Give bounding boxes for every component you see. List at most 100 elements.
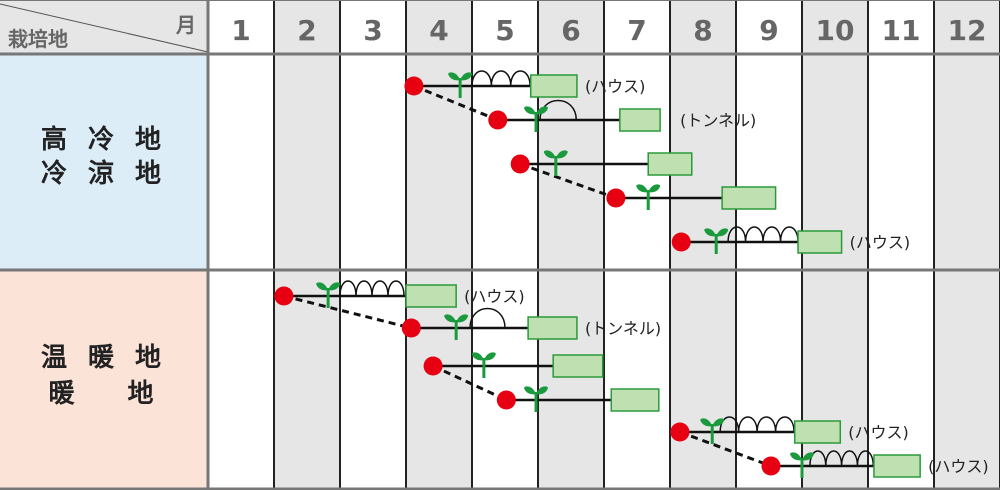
harvest-period-box: [610, 388, 660, 412]
region-label: 冷 涼 地: [41, 158, 167, 189]
house-cover-arcs: [727, 226, 799, 243]
harvest-period-box: [793, 420, 842, 444]
region-label: 温 暖 地: [41, 343, 167, 373]
cover-type-label: (ハウス): [464, 287, 525, 306]
month-column: [406, 0, 472, 490]
seedling-leaf: [648, 184, 661, 193]
schedule-row: (ハウス): [671, 226, 911, 254]
schedule-row: [423, 352, 604, 402]
seedling-leaf: [448, 72, 461, 81]
cover-type-label: (ハウス): [585, 77, 646, 96]
sowing-dot: [401, 318, 421, 338]
month-label: 7: [627, 14, 646, 47]
region-header-label: 栽培地: [8, 27, 68, 51]
seedling-leaf: [636, 184, 649, 193]
schedule-row: (ハウス): [761, 450, 989, 478]
seedling-leaf: [536, 386, 549, 395]
harvest-period-box: [405, 284, 457, 308]
seedling-leaf: [802, 452, 814, 461]
seedling-leaf: [316, 282, 329, 291]
harvest-period-box: [619, 108, 661, 132]
month-label: 8: [693, 14, 712, 47]
sowing-dot: [423, 356, 443, 376]
month-label: 1: [231, 14, 250, 47]
region-label: 暖 地: [48, 379, 159, 409]
harvest-period-box: [527, 316, 578, 340]
house-cover-arcs: [809, 450, 875, 467]
seedling-icon: [524, 386, 549, 412]
seedling-leaf: [328, 282, 341, 291]
dashed-connector: [519, 162, 617, 200]
harvest-period-box: [721, 186, 777, 210]
harvest-period-box: [873, 454, 921, 478]
seedling-leaf: [536, 106, 549, 115]
harvest-period-box: [529, 74, 578, 98]
month-label: 3: [363, 14, 382, 47]
dashed-connector: [413, 84, 499, 122]
cover-type-label: (ハウス): [928, 457, 989, 476]
seedling-icon: [448, 72, 473, 98]
sowing-dot: [404, 76, 424, 96]
seedling-leaf: [456, 314, 469, 323]
sowing-dot: [510, 154, 530, 174]
seedling-icon: [636, 184, 661, 210]
sowing-dot: [496, 390, 516, 410]
seedling-leaf: [790, 452, 802, 461]
month-column: [868, 0, 934, 490]
harvest-period-box: [647, 152, 693, 176]
month-label: 2: [297, 14, 316, 47]
seedling-icon: [316, 282, 341, 308]
seedling-leaf: [700, 418, 713, 427]
region-cell-cool: [0, 54, 208, 270]
seedling-leaf: [716, 228, 729, 237]
seedling-leaf: [543, 150, 556, 159]
seedling-icon: [543, 150, 568, 176]
seedling-icon: [704, 228, 729, 254]
seedling-leaf: [483, 352, 496, 361]
seedling-leaf: [471, 352, 484, 361]
seedling-icon: [700, 418, 725, 444]
month-label: 11: [882, 14, 921, 47]
month-column: [538, 0, 604, 490]
dashed-connector: [283, 294, 412, 330]
month-column: [340, 0, 406, 490]
tunnel-cover-arc: [469, 307, 506, 329]
month-label: 4: [429, 14, 448, 47]
schedule-row: (トンネル): [488, 99, 756, 132]
schedule-row: (ハウス): [274, 280, 525, 330]
sowing-dot: [671, 232, 691, 252]
house-cover-arcs: [719, 416, 795, 433]
sowing-dot: [606, 188, 626, 208]
seedling-leaf: [460, 72, 473, 81]
schedule-row: (ハウス): [670, 416, 909, 468]
month-label: 6: [561, 14, 580, 47]
sowing-dot: [488, 110, 508, 130]
schedule-row: [606, 184, 777, 210]
month-column: [472, 0, 538, 490]
schedule-row: [510, 150, 693, 200]
schedule-row: [496, 386, 660, 412]
month-header-label: 月: [175, 13, 196, 37]
month-label: 5: [495, 14, 514, 47]
schedule-row: (トンネル): [401, 307, 661, 340]
seedling-leaf: [524, 386, 537, 395]
sowing-dot: [761, 456, 781, 476]
seedling-leaf: [712, 418, 725, 427]
region-label: 高 冷 地: [41, 124, 167, 155]
seedling-icon: [524, 106, 549, 132]
cover-type-label: (ハウス): [850, 233, 911, 252]
region-cell-warm: [0, 270, 208, 490]
cover-type-label: (トンネル): [680, 111, 756, 130]
harvest-period-box: [552, 354, 604, 378]
seedling-leaf: [524, 106, 537, 115]
seedling-icon: [790, 452, 814, 478]
cover-type-label: (トンネル): [585, 319, 661, 338]
sowing-dot: [274, 286, 294, 306]
month-column: [604, 0, 670, 490]
house-cover-arcs: [471, 70, 531, 87]
seedling-leaf: [555, 150, 568, 159]
seedling-icon: [444, 314, 469, 340]
harvest-period-box: [797, 230, 843, 254]
